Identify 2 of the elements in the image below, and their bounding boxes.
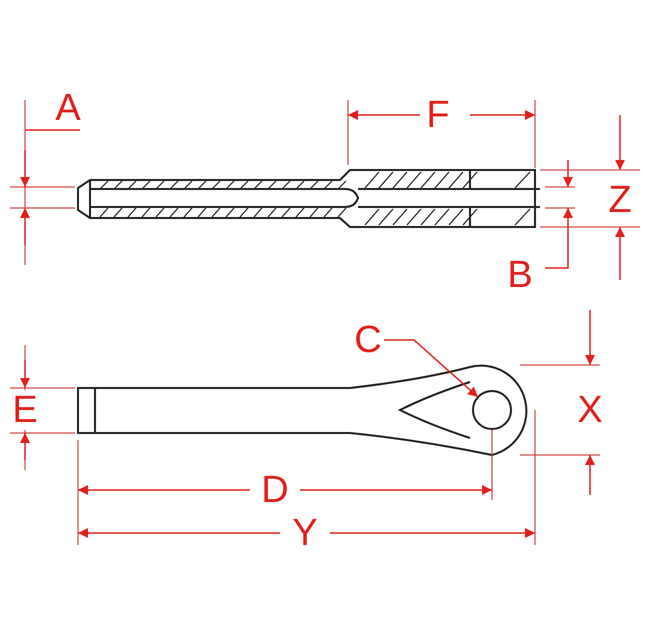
eye-hole: [472, 390, 512, 430]
leader-line: [384, 339, 478, 398]
